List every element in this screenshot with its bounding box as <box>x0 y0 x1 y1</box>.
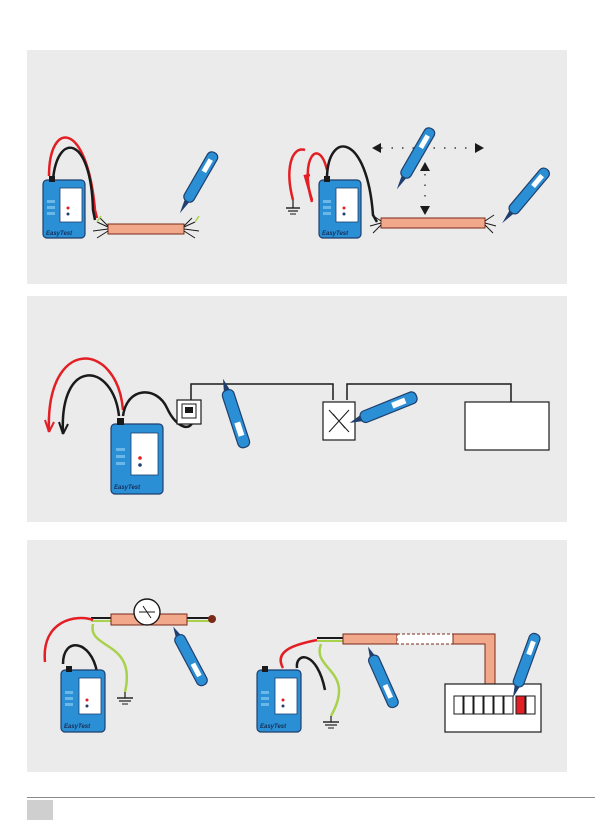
distribution-board-icon <box>445 684 541 732</box>
tracer-device-icon: EasyTest <box>43 176 85 238</box>
panel-telephone-line: EasyTest <box>27 296 567 522</box>
breaker <box>526 696 535 714</box>
stranded-end-left <box>93 218 108 238</box>
terminal-box-icon <box>465 402 549 450</box>
probe-icon <box>392 126 437 192</box>
cable-segment <box>453 634 495 690</box>
probe-icon <box>498 166 551 227</box>
black-lead <box>63 375 119 434</box>
panel-distribution-board: EasyTest <box>27 540 567 772</box>
breaker <box>484 696 493 714</box>
red-lead <box>49 359 123 432</box>
tracer-device-icon: EasyTest <box>111 418 163 494</box>
footer-rule <box>27 797 595 798</box>
probe-icon <box>168 624 209 687</box>
wire-run-2 <box>347 384 511 402</box>
telephone-line-diagram: EasyTest <box>27 296 567 522</box>
page-number-box <box>27 800 53 820</box>
breaker <box>474 696 483 714</box>
brand-label: EasyTest <box>46 231 73 237</box>
probe-icon <box>175 150 220 216</box>
cable-segment <box>108 224 184 234</box>
breaker <box>504 696 513 714</box>
probe-icon <box>347 390 418 428</box>
telephone-socket-icon <box>177 400 201 424</box>
figure-2: EasyTest <box>286 126 551 238</box>
earth-symbol-icon <box>117 692 133 704</box>
figure-5: EasyTest <box>257 632 541 732</box>
figure-3: EasyTest <box>45 359 549 494</box>
breaker <box>464 696 473 714</box>
distribution-board-diagram: EasyTest <box>27 540 567 772</box>
brand-label: EasyTest <box>322 231 349 237</box>
cable-end <box>208 615 216 623</box>
cable-segment <box>343 634 397 644</box>
breaker-highlighted <box>516 696 525 714</box>
cable-tracing-diagram: EasyTest <box>27 50 567 284</box>
brand-label: EasyTest <box>64 724 91 730</box>
probe-icon <box>217 377 251 449</box>
tracer-device-icon: EasyTest <box>61 666 105 732</box>
breaker <box>454 696 463 714</box>
panel-cable-tracing: EasyTest <box>27 50 567 284</box>
probe-icon <box>363 644 400 709</box>
brand-label: EasyTest <box>114 485 141 491</box>
stranded-end-right <box>184 218 199 238</box>
earth-symbol-icon <box>323 716 339 728</box>
red-lead <box>281 640 317 668</box>
breaker <box>494 696 503 714</box>
red-lead <box>45 618 93 662</box>
figure-1: EasyTest <box>43 138 220 238</box>
cable-segment <box>381 218 485 228</box>
cable-hidden-segment <box>397 634 453 644</box>
figure-4: EasyTest <box>45 599 216 732</box>
distance-arrow-vertical <box>420 162 430 215</box>
wire-run-1 <box>191 384 333 400</box>
tracer-device-icon: EasyTest <box>319 176 361 238</box>
earth-symbol-icon <box>286 200 300 214</box>
junction-box-icon <box>323 402 355 440</box>
brand-label: EasyTest <box>260 724 287 730</box>
tracer-device-icon: EasyTest <box>257 666 301 732</box>
